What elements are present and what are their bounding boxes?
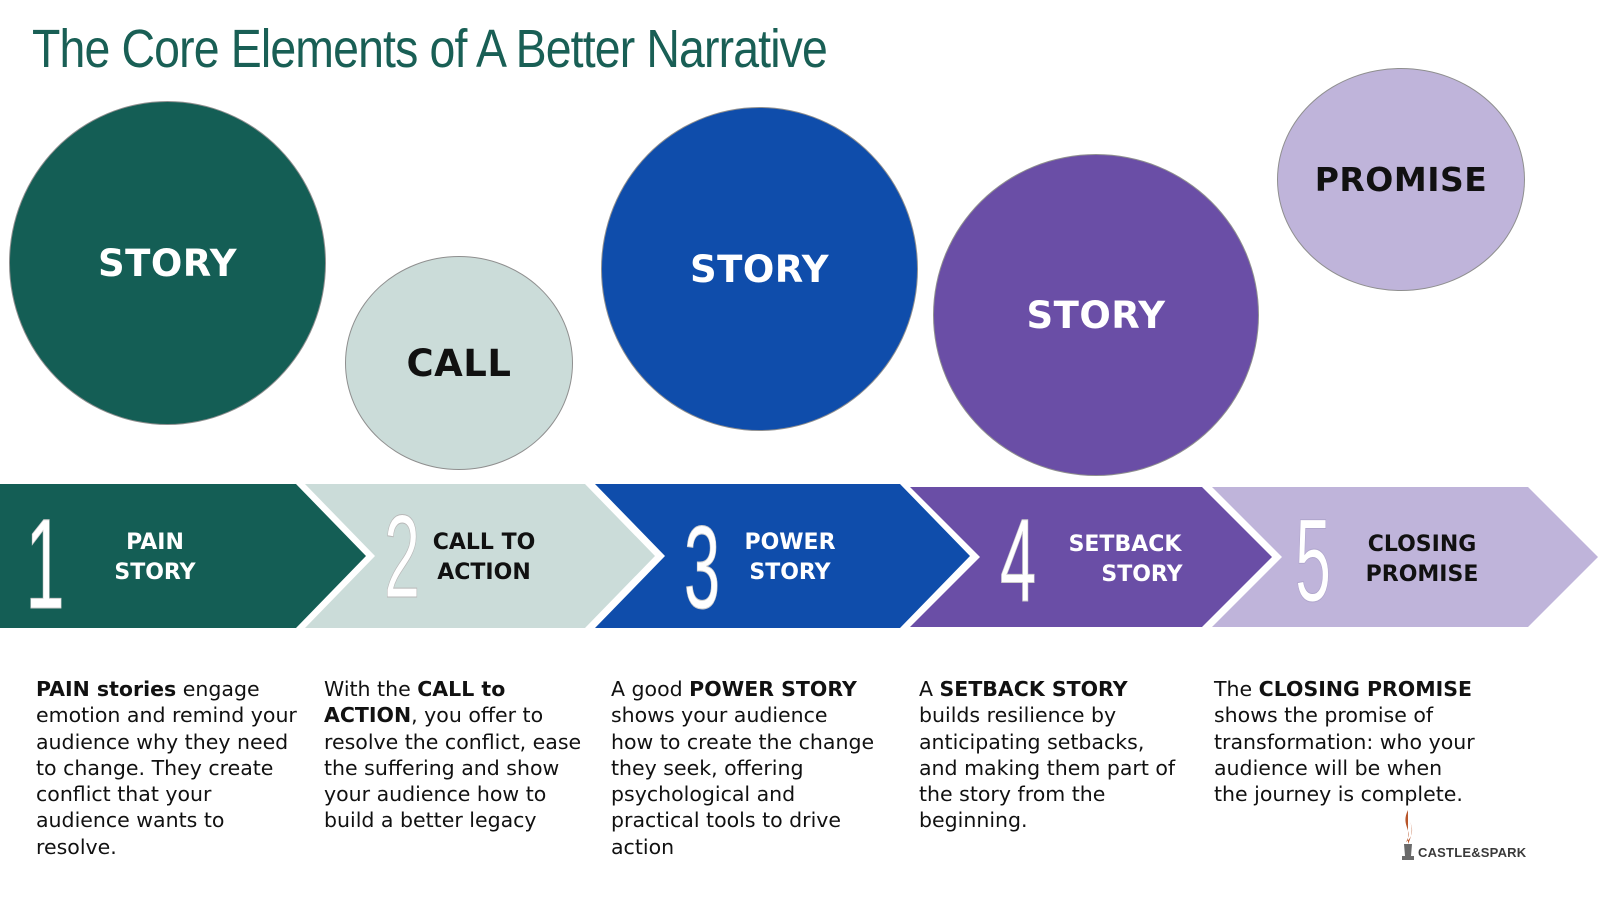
circle-label: CALL: [406, 341, 512, 385]
description-call-to-action: With the CALL to ACTION, you offer to re…: [324, 677, 582, 833]
description-keyword: CALL to ACTION: [324, 677, 506, 728]
circle-label: PROMISE: [1314, 160, 1488, 199]
step-label-line1: CLOSING: [1368, 532, 1477, 557]
circle-label: STORY: [1026, 293, 1166, 337]
step-5-chevron: 5 CLOSING PROMISE: [1212, 487, 1598, 627]
description-keyword: SETBACK STORY: [939, 677, 1128, 701]
step-label-line2: STORY: [114, 560, 196, 585]
step-1-chevron: 1 PAIN STORY: [0, 484, 366, 636]
diagram-title: The Core Elements of A Better Narrative: [32, 19, 828, 79]
step-label-line2: STORY: [1101, 562, 1183, 587]
logo-text: CASTLE&SPARK: [1418, 845, 1527, 860]
circle-setback-story: STORY: [933, 154, 1259, 476]
step-label-line2: PROMISE: [1366, 562, 1479, 587]
step-label-line2: ACTION: [437, 560, 530, 585]
step-label-line1: SETBACK: [1069, 532, 1183, 557]
description-setback-story: A SETBACK STORY builds resilience by ant…: [919, 677, 1176, 833]
circle-label: STORY: [97, 241, 238, 285]
description-pain-story: PAIN stories engage emotion and remind y…: [36, 677, 297, 859]
description-closing-promise: The CLOSING PROMISE shows the promise of…: [1214, 677, 1475, 807]
step-label-line1: PAIN: [126, 530, 184, 555]
circle-power-story: STORY: [601, 107, 918, 431]
step-label-line2: STORY: [749, 560, 831, 585]
step-number: 5: [1295, 496, 1331, 627]
description-power-story: A good POWER STORY shows your audience h…: [611, 677, 875, 859]
circle-promise: PROMISE: [1277, 68, 1525, 291]
step-label-line1: POWER: [744, 530, 835, 555]
step-3-chevron: 3 POWER STORY: [595, 484, 970, 634]
circle-pain-story: STORY: [9, 101, 326, 425]
step-number: 1: [25, 492, 64, 636]
description-keyword: POWER STORY: [689, 677, 857, 701]
step-4-chevron: 4 SETBACK STORY: [910, 487, 1272, 627]
step-2-chevron: 2 CALL TO ACTION: [305, 484, 655, 628]
circle-call: CALL: [345, 256, 573, 470]
step-number: 4: [1000, 496, 1036, 627]
circle-label: STORY: [689, 247, 830, 291]
description-keyword: PAIN stories: [36, 677, 177, 701]
step-number: 3: [684, 503, 720, 634]
step-label-line1: CALL TO: [433, 530, 536, 555]
description-keyword: CLOSING PROMISE: [1258, 677, 1473, 701]
step-number: 2: [384, 492, 420, 623]
castle-spark-logo: CASTLE&SPARK: [1398, 808, 1538, 868]
flame-icon: [1402, 810, 1414, 860]
